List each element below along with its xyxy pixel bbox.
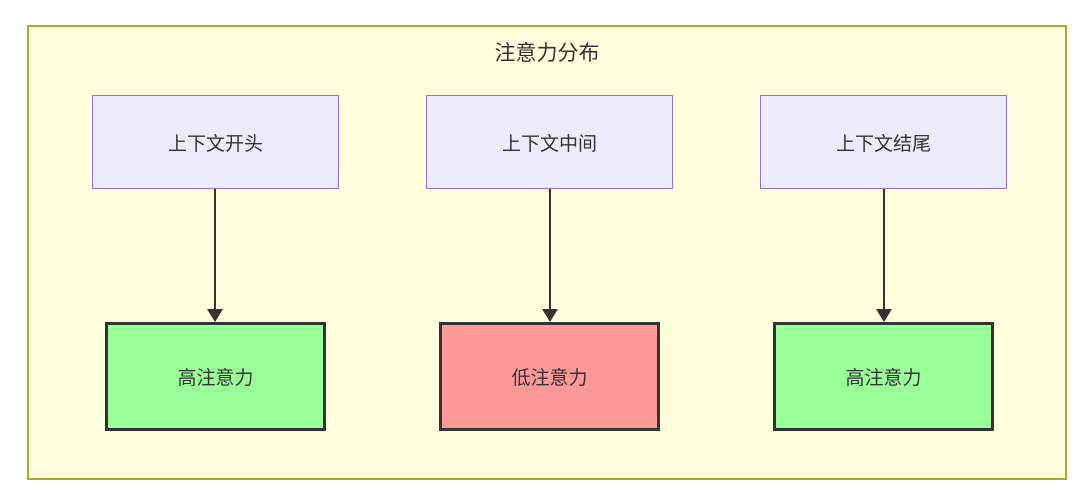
arrowhead-down-icon [876,309,892,322]
arrow-start-to-high [207,189,223,322]
node-context-start-label: 上下文开头 [167,133,263,155]
diagram-title: 注意力分布 [494,42,600,65]
node-context-start: 上下文开头 [92,95,339,189]
node-high-attention-start-label: 高注意力 [177,368,254,389]
node-high-attention-start: 高注意力 [105,322,326,431]
arrow-shaft [883,189,885,310]
node-context-middle: 上下文中间 [426,95,673,189]
arrow-middle-to-low [542,189,558,322]
node-high-attention-end: 高注意力 [773,322,994,431]
arrowhead-down-icon [207,309,223,322]
node-low-attention-middle-label: 低注意力 [511,368,588,389]
node-high-attention-end-label: 高注意力 [845,368,922,389]
node-context-end: 上下文结尾 [760,95,1007,189]
node-context-middle-label: 上下文中间 [501,133,597,155]
arrowhead-down-icon [542,309,558,322]
attention-distribution-diagram: 注意力分布 上下文开头 上下文中间 上下文结尾 高注意力 低注意力 [27,25,1067,480]
node-context-end-label: 上下文结尾 [835,133,931,155]
arrow-end-to-high [876,189,892,322]
node-low-attention-middle: 低注意力 [439,322,660,431]
arrow-shaft [549,189,551,310]
arrow-shaft [214,189,216,310]
